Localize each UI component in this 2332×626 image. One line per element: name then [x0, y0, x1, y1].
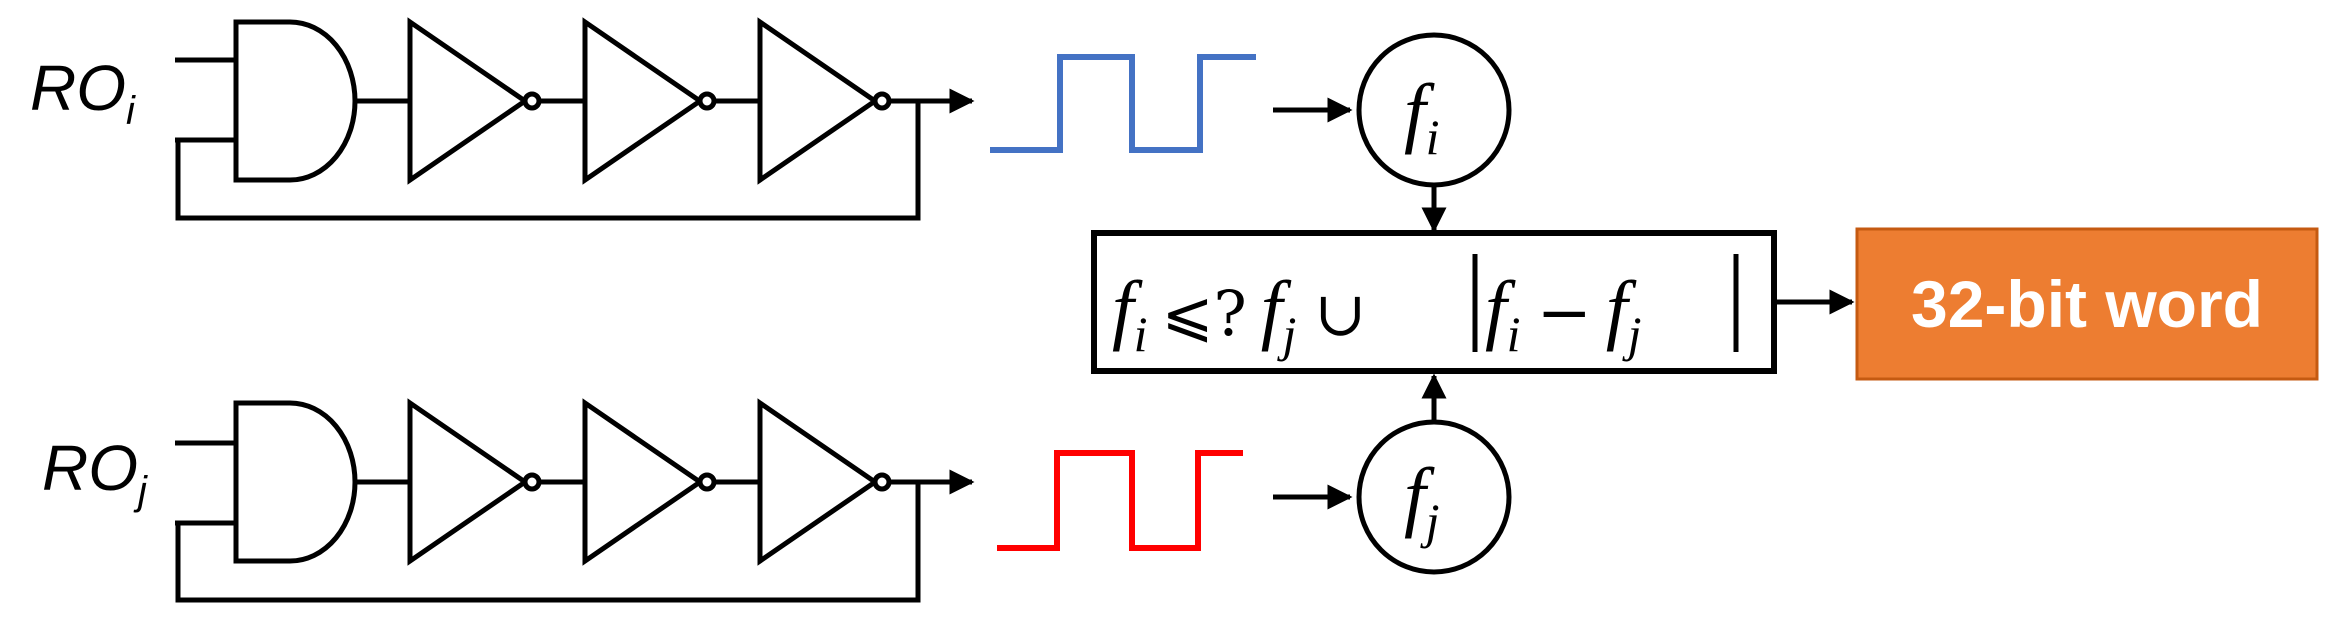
inverter-icon: [757, 398, 880, 566]
ring-oscillator-j: ROj fj: [42, 373, 1512, 603]
inverter-icon: [582, 398, 705, 566]
comparator: fi⩽?fj∪ fi−fj: [1091, 230, 1777, 374]
inverter-bubble-icon: [522, 472, 542, 492]
feedback-loop-i: [175, 101, 921, 221]
ro-j-label: ROj: [42, 432, 148, 513]
comparator-difference: fi−fj: [1485, 265, 1641, 362]
inverter-icon: [582, 17, 705, 185]
output-word: 32-bit word: [1855, 227, 2319, 381]
square-wave-i: [990, 54, 1256, 153]
output-word-box: [1855, 227, 2319, 381]
ring-oscillator-i: ROi fi: [30, 17, 1512, 233]
inverter-bubble-icon: [697, 472, 717, 492]
square-wave-j: [997, 450, 1243, 551]
inverter-icon: [407, 398, 530, 566]
and-gate-icon: [233, 400, 358, 564]
comparator-expression: fi⩽?fj∪: [1112, 265, 1366, 362]
inverter-bubble-icon: [872, 472, 892, 492]
inverter-icon: [757, 17, 880, 185]
inverter-icon: [407, 17, 530, 185]
output-word-label: 32-bit word: [1911, 267, 2263, 341]
comparator-box: [1091, 230, 1777, 374]
inverter-bubble-icon: [522, 91, 542, 111]
inverter-bubble-icon: [697, 91, 717, 111]
ro-i-label: ROi: [30, 52, 136, 133]
feedback-loop-j: [175, 482, 921, 603]
inverter-bubble-icon: [872, 91, 892, 111]
frequency-j-label: fj: [1404, 452, 1440, 549]
and-gate-icon: [233, 19, 358, 183]
